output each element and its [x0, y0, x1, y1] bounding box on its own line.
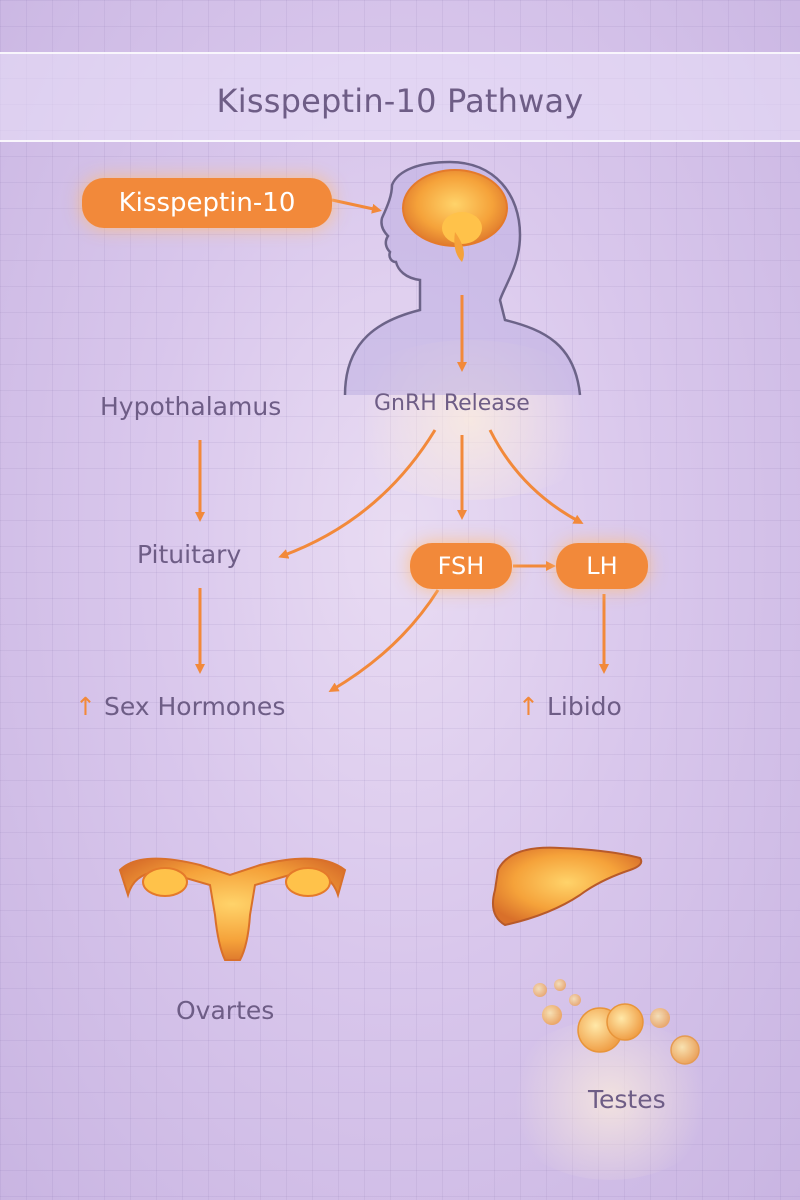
kisspeptin-node: Kisspeptin-10	[82, 178, 332, 228]
liver-icon	[492, 846, 643, 927]
title-band	[0, 52, 800, 142]
increase-arrow-icon: ↑	[75, 692, 96, 721]
arrow-fsh-to-sex-hormones	[328, 589, 440, 693]
testes-label: Testes	[588, 1085, 666, 1114]
arrow-gnrh-to-pituitary	[278, 429, 437, 559]
head-silhouette-icon	[343, 160, 582, 396]
increase-arrow-icon: ↑	[518, 692, 539, 721]
arrow-gnrh-to-lh	[488, 429, 584, 524]
fsh-node: FSH	[410, 543, 512, 589]
gnrh-release-label: GnRH Release	[374, 391, 530, 416]
testes-icon	[533, 979, 700, 1065]
libido-text: Libido	[546, 692, 622, 721]
brain-icon	[402, 169, 508, 262]
page-title: Kisspeptin-10 Pathway	[216, 82, 584, 120]
uterus-ovaries-icon	[118, 857, 347, 961]
ovaries-label: Ovartes	[176, 996, 275, 1025]
libido-label: ↑Libido	[518, 692, 622, 721]
arrow-kisspeptin-to-brain	[331, 198, 382, 214]
hypothalamus-label: Hypothalamus	[100, 392, 282, 421]
sex-hormones-label: ↑Sex Hormones	[75, 692, 285, 721]
pituitary-label: Pituitary	[137, 540, 242, 569]
lh-node: LH	[556, 543, 648, 589]
sex-hormones-text: Sex Hormones	[103, 692, 286, 721]
